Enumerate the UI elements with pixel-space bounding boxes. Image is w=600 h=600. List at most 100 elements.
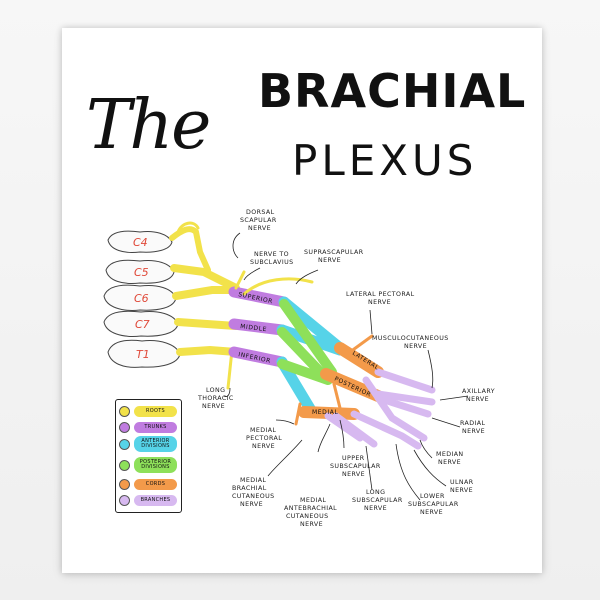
vertebra-c4 [107,230,173,253]
vertebra-label-t1: T1 [136,348,150,361]
branch-suprascapular [242,277,314,296]
label-axillary-2: NERVE [466,396,489,403]
branch-radial [374,394,432,418]
divisions-stubs [294,334,374,426]
trunk-superior [228,286,290,308]
title-plexus: PLEXUS [292,136,478,185]
label-medial-brachial-3: CUTANEOUS [232,493,275,500]
cord-posterior [320,368,384,402]
posterior-divisions-group [277,299,337,385]
label-medial-pectoral-2: PECTORAL [246,435,282,442]
branch-nerve-to-subclavius [234,270,246,290]
vertebrae-group [103,230,181,368]
root-c6 [172,286,240,300]
branch-median [362,376,428,442]
label-subclavius-1: NERVE TO [254,251,289,258]
trunks-group [228,286,290,368]
label-upper-subscapular-1: UPPER [342,455,365,462]
label-dorsal-scapular-2: SCAPULAR [240,217,277,224]
legend-dot-roots [119,406,130,417]
label-radial-2: NERVE [462,428,485,435]
title-brachial: BRACHIAL [258,64,527,118]
branch-axillary [374,390,436,406]
dorsal-scapular-root [176,221,200,234]
branch-medial-pectoral [294,402,302,426]
label-median-2: NERVE [438,459,461,466]
label-suprascapular-1: SUPRASCAPULAR [304,249,364,256]
vertebra-label-c5: C5 [134,266,149,279]
label-lateral-pectoral-1: LATERAL PECTORAL [346,291,415,298]
label-long-subscapular-3: NERVE [364,505,387,512]
root-c4 [169,226,211,273]
branch-lateral-pectoral [348,334,374,354]
label-medial-brachial-2: BRACHIAL [232,485,267,492]
legend-label-posterior-divisions: POSTERIOR DIVISIONS [134,457,177,473]
vertebra-label-c7: C7 [135,318,150,331]
root-c5 [170,264,240,292]
label-radial-1: RADIAL [460,420,485,427]
branch-medial-antebrachial [332,412,378,448]
label-subclavius-2: SUBCLAVIUS [250,259,294,266]
branch-subscapulars [332,382,342,410]
vertebra-labels: C4 C5 C6 C7 T1 [133,236,150,361]
posterior-division-superior [279,299,337,377]
branch-musculocutaneous [374,368,436,394]
leader-lines [223,232,469,501]
label-ulnar-1: ULNAR [450,479,474,486]
label-long-thoracic-3: NERVE [202,403,225,410]
branch-ulnar [350,410,422,450]
posterior-division-middle [277,327,331,383]
label-suprascapular-2: NERVE [318,257,341,264]
nerve-labels: DORSAL SCAPULAR NERVE NERVE TO SUBCLAVIU… [197,209,495,528]
label-medial-antebrachial-1: MEDIAL [300,497,326,504]
legend-dot-cords [119,479,130,490]
legend-item-anterior-divisions: ANTERIOR DIVISIONS [119,436,177,452]
posterior-division-inferior [277,359,333,385]
label-dorsal-scapular-3: NERVE [248,225,271,232]
legend-label-branches: BRANCHES [134,495,177,506]
label-long-thoracic-2: THORACIC [197,395,234,402]
branch-medial-brachial [324,412,364,442]
legend-dot-trunks [119,422,130,433]
label-dorsal-scapular-1: DORSAL [246,209,275,216]
root-c7 [174,318,240,330]
legend-label-roots: ROOTS [134,406,177,417]
branches-group [324,368,436,450]
label-lower-subscapular-1: LOWER [420,493,445,500]
roots-group [169,221,240,390]
label-medial-antebrachial-4: NERVE [300,521,323,528]
label-medial-antebrachial-2: ANTEBRACHIAL [284,505,337,512]
legend-item-branches: BRANCHES [119,495,177,506]
label-medial-antebrachial-3: CUTANEOUS [286,513,329,520]
label-lateral-pectoral-2: NERVE [368,299,391,306]
trunk-middle [228,318,288,336]
label-musculocutaneous-1: MUSCULOCUTANEOUS [372,335,449,342]
legend-item-cords: CORDS [119,479,177,490]
label-long-thoracic-1: LONG [206,387,225,394]
label-medial-brachial-1: MEDIAL [240,477,266,484]
label-axillary-1: AXILLARY [462,388,495,395]
legend-dot-posterior-divisions [119,459,130,471]
label-median-1: MEDIAN [436,451,464,458]
legend-item-trunks: TRUNKS [119,422,177,433]
label-musculocutaneous-2: NERVE [404,343,427,350]
legend: ROOTS TRUNKS ANTERIOR DIVISIONS POSTERIO… [115,399,182,513]
legend-item-posterior-divisions: POSTERIOR DIVISIONS [119,457,177,473]
label-long-subscapular-2: SUBSCAPULAR [352,497,403,504]
legend-label-cords: CORDS [134,479,177,490]
vertebra-label-c4: C4 [133,236,148,249]
label-medial-pectoral-1: MEDIAL [250,427,276,434]
legend-dot-branches [119,495,130,506]
label-lower-subscapular-2: SUBSCAPULAR [408,501,459,508]
label-long-subscapular-1: LONG [366,489,385,496]
root-t1 [176,345,240,356]
legend-item-roots: ROOTS [119,406,177,417]
trunk-label-middle: MIDDLE [240,323,268,333]
label-medial-pectoral-3: NERVE [252,443,275,450]
cord-lateral [334,342,384,378]
legend-dot-anterior-divisions [119,438,130,450]
title-the: The [86,86,211,165]
legend-label-trunks: TRUNKS [134,422,177,433]
